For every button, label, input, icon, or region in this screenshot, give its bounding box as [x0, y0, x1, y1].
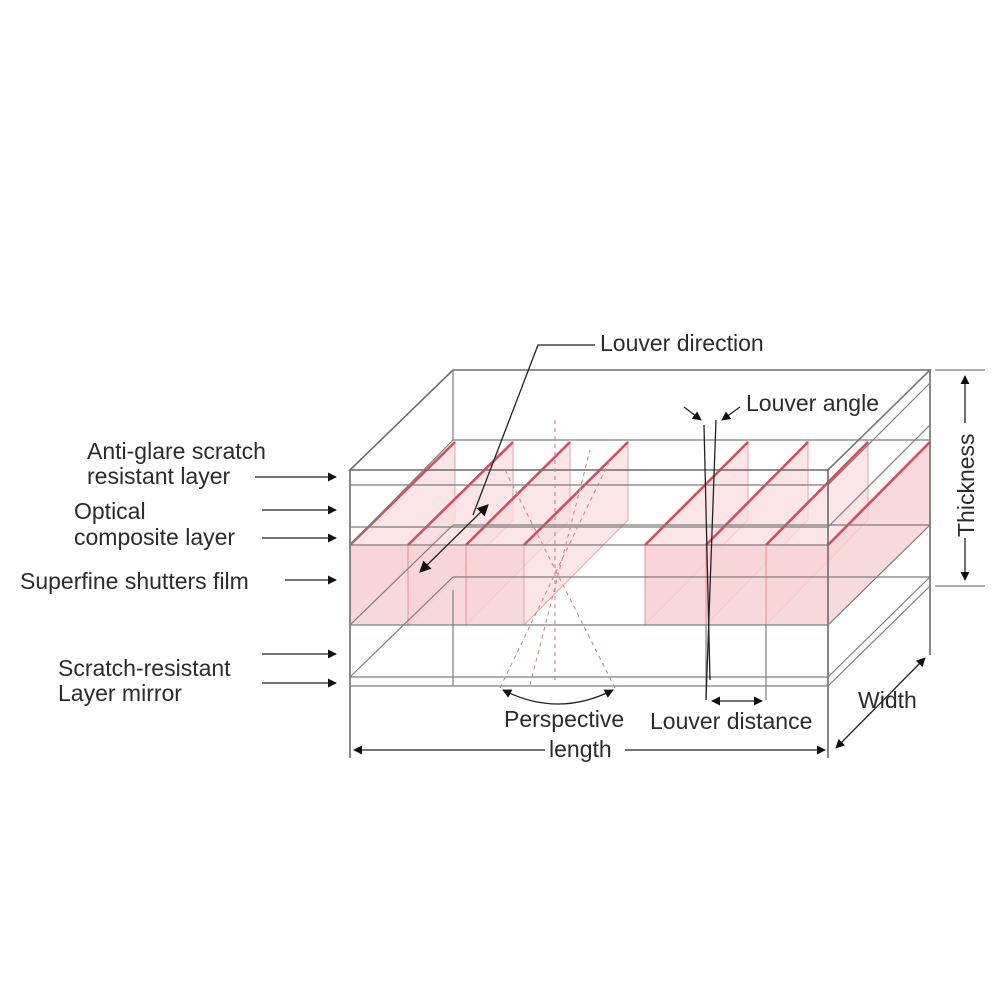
perspective-arc: [502, 689, 614, 705]
louver-angle-label: Louver angle: [746, 390, 879, 416]
optical-label-line2: composite layer: [74, 524, 235, 550]
anti-glare-label-line1: Anti-glare scratch: [87, 438, 266, 464]
shutters-film-label: Superfine shutters film: [20, 568, 249, 594]
film-box-frame: [348, 369, 985, 758]
scratch-label-line1: Scratch-resistant: [58, 655, 231, 681]
width-arrow: [835, 657, 926, 749]
optical-label-line1: Optical: [74, 498, 146, 524]
thickness-label: Thickness: [953, 433, 979, 537]
louver-blade: [644, 440, 749, 627]
louver-distance-label: Louver distance: [650, 708, 812, 734]
louver-direction-arrow: [419, 344, 595, 573]
film-side-edge: [827, 441, 931, 546]
louver-blade: [705, 440, 809, 627]
scratch-label-line2: Layer mirror: [58, 680, 182, 706]
perspective-label: Perspective: [504, 706, 624, 732]
louver-blade: [765, 440, 869, 627]
louver-direction-label: Louver direction: [600, 330, 764, 356]
anti-glare-label-line2: resistant layer: [87, 463, 231, 489]
perspective-cone: [499, 420, 616, 689]
length-label: length: [549, 736, 612, 762]
louver-blade: [349, 440, 456, 627]
louver-angle-marker: [683, 406, 741, 701]
width-label: Width: [858, 687, 917, 713]
